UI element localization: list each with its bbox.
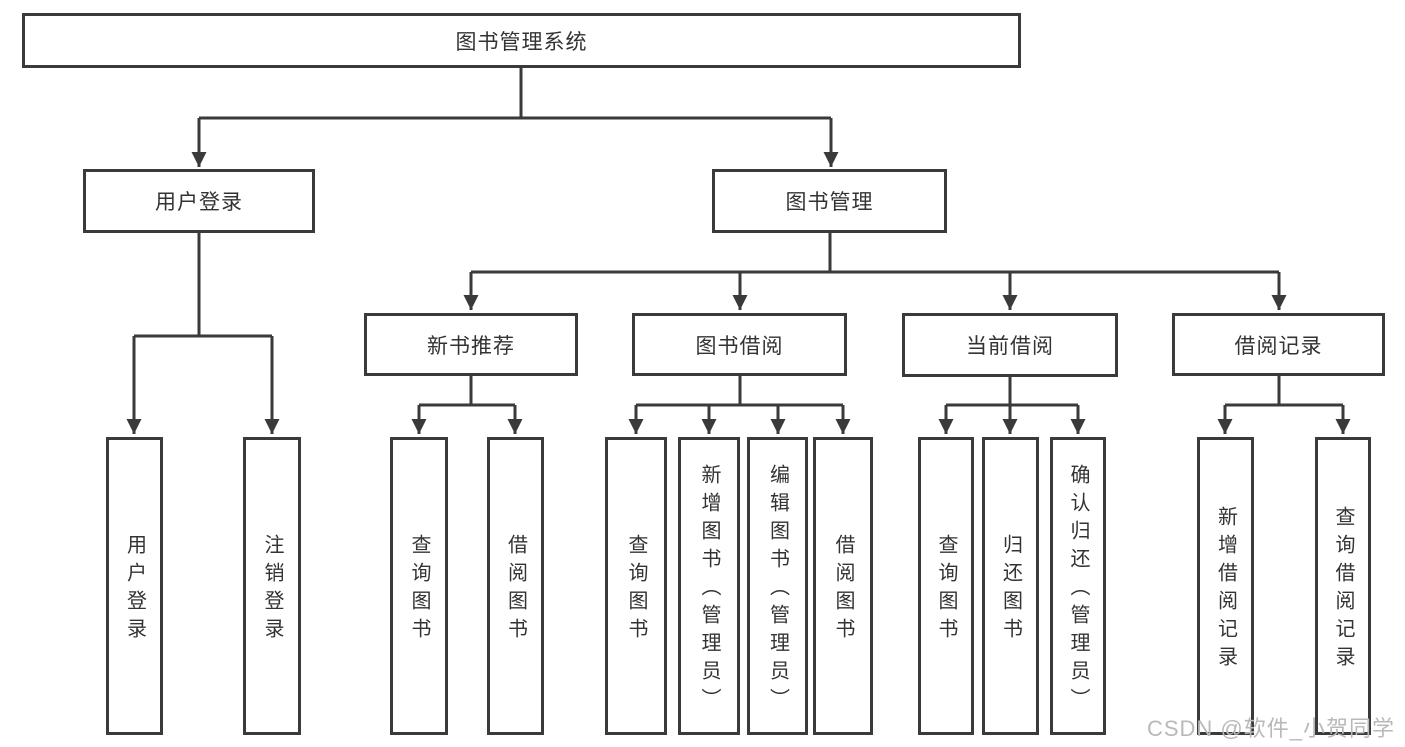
node-user-login: 用户登录 [83,169,315,233]
node-library-management-system: 图书管理系统 [22,13,1021,68]
leaf-borrow-query-books: 查询图书 [605,437,667,735]
leaf-borrow-borrow-books: 借阅图书 [813,437,873,735]
node-label: 借阅图书 [504,534,527,646]
leaf-records-add-record: 新增借阅记录 [1197,437,1254,735]
node-label: 查询图书 [935,534,957,646]
leaf-borrow-add-books-admin: 新增图书（管理员） [678,437,740,735]
node-label: 查询图书 [625,534,647,646]
node-label: 图书借阅 [695,334,784,358]
node-label: 归还图书 [999,534,1022,646]
leaf-recommend-query-books: 查询图书 [390,437,448,735]
node-label: 查询借阅记录 [1332,506,1354,674]
node-label: 借阅图书 [832,534,854,646]
node-label: 图书管理系统 [455,30,588,54]
node-label: 查询图书 [408,534,430,646]
node-borrowing-records: 借阅记录 [1172,313,1385,376]
leaf-recommend-borrow-books: 借阅图书 [487,437,544,735]
node-label: 当前借阅 [966,335,1054,358]
node-label: 用户登录 [123,534,146,646]
node-label: 编辑图书（管理员） [766,464,789,716]
node-label: 用户登录 [155,191,243,214]
node-book-management: 图书管理 [712,169,947,233]
leaf-user-login: 用户登录 [106,437,163,735]
node-label: 注销登录 [261,534,283,646]
leaf-borrow-edit-books-admin: 编辑图书（管理员） [747,437,808,735]
leaf-current-query-books: 查询图书 [918,437,974,735]
leaf-current-confirm-return-admin: 确认归还（管理员） [1050,437,1106,735]
node-label: 新增借阅记录 [1214,506,1237,674]
leaf-records-query-record: 查询借阅记录 [1315,437,1371,735]
node-current-borrowing: 当前借阅 [902,313,1118,377]
node-book-borrowing: 图书借阅 [632,313,847,376]
node-label: 借阅记录 [1234,334,1323,358]
node-label: 图书管理 [785,191,874,214]
leaf-logout: 注销登录 [243,437,301,735]
node-new-book-recommendation: 新书推荐 [364,313,578,376]
csdn-watermark: CSDN @软件_小贺同学 [1146,716,1395,741]
leaf-current-return-books: 归还图书 [982,437,1039,735]
node-label: 确认归还（管理员） [1067,464,1089,716]
node-label: 新增图书（管理员） [698,464,720,716]
node-label: 新书推荐 [427,334,515,358]
